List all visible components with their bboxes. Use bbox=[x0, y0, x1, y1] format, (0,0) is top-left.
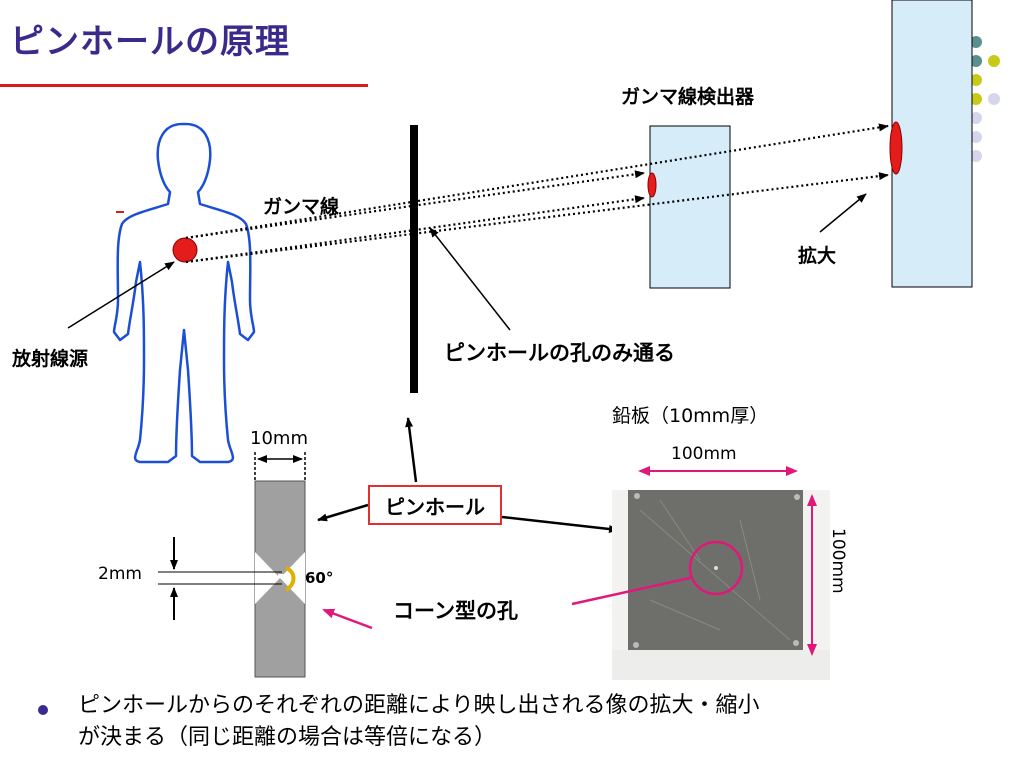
cone-pointer-left bbox=[324, 610, 372, 628]
label-gamma-detector: ガンマ線検出器 bbox=[621, 82, 754, 109]
label-thickness-10mm: 10mm bbox=[250, 428, 308, 449]
image-large bbox=[890, 122, 902, 174]
radiation-source-dot bbox=[173, 238, 197, 262]
magnify-pointer bbox=[820, 194, 866, 232]
pinhole-pointer bbox=[430, 228, 510, 330]
label-angle-60: 60° bbox=[305, 569, 333, 587]
label-arrow-up bbox=[408, 418, 416, 482]
label-lead-plate: 鉛板（10mm厚） bbox=[612, 401, 768, 428]
detector-near bbox=[650, 126, 730, 288]
bullet-text: ピンホールからのそれぞれの距離により映し出される像の拡大・縮小 が決まる（同じ距… bbox=[78, 690, 978, 754]
label-gamma-ray: ガンマ線 bbox=[263, 192, 339, 219]
label-only-through: ピンホールの孔のみ通る bbox=[444, 337, 675, 367]
human-body-outline bbox=[114, 124, 254, 462]
label-magnify: 拡大 bbox=[798, 241, 836, 268]
label-pinhole: ピンホール bbox=[368, 485, 502, 525]
pinhole-plate bbox=[410, 125, 418, 393]
image-small bbox=[648, 173, 656, 197]
bullet-line-2: が決まる（同じ距離の場合は等倍になる） bbox=[78, 722, 978, 754]
label-hole-2mm: 2mm bbox=[98, 564, 142, 584]
label-width-100mm: 100mm bbox=[671, 444, 737, 464]
label-radiation-source: 放射線源 bbox=[12, 344, 88, 371]
source-pointer bbox=[68, 262, 174, 328]
label-arrow-right bbox=[502, 517, 618, 530]
label-cone-hole: コーン型の孔 bbox=[393, 595, 518, 625]
lead-plate-photo bbox=[612, 490, 830, 680]
label-height-100mm: 100mm bbox=[828, 528, 848, 594]
label-arrow-left bbox=[318, 505, 368, 520]
bullet-marker bbox=[38, 705, 48, 715]
plate-cross-section bbox=[255, 481, 305, 677]
detector-far bbox=[892, 0, 972, 287]
bullet-line-1: ピンホールからのそれぞれの距離により映し出される像の拡大・縮小 bbox=[78, 690, 978, 722]
